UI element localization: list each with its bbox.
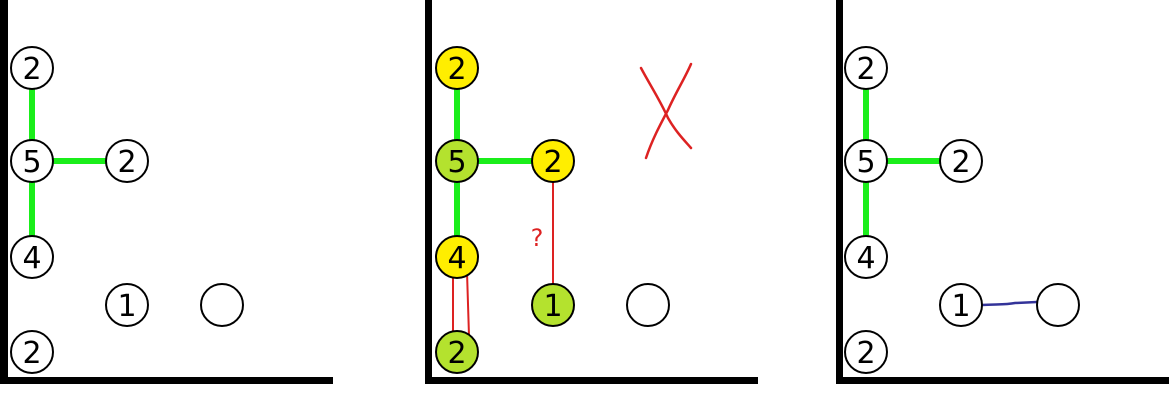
island-label: 4 <box>856 241 875 276</box>
island-node: 2 <box>531 139 575 183</box>
island-label: 2 <box>856 52 875 87</box>
panel-3: 2 5 2 4 1 2 <box>836 0 1169 384</box>
island-node: 1 <box>531 283 575 327</box>
island-label: 2 <box>447 52 466 87</box>
island-node: 2 <box>105 139 149 183</box>
island-node: 2 <box>844 46 888 90</box>
island-label: 2 <box>22 52 41 87</box>
blue-line-1-empty <box>981 300 1038 307</box>
island-node: 2 <box>10 330 54 374</box>
island-node: 1 <box>939 283 983 327</box>
island-node: 2 <box>844 330 888 374</box>
island-label: 5 <box>856 145 875 180</box>
island-label: 5 <box>447 145 466 180</box>
island-label: 4 <box>447 241 466 276</box>
panel-3-bottom-border <box>836 377 1169 384</box>
island-label: 5 <box>22 145 41 180</box>
island-node: 4 <box>435 235 479 279</box>
panel-2-left-border <box>425 0 432 384</box>
panel-2-bottom-border <box>425 377 758 384</box>
question-annotation: ? <box>531 224 544 252</box>
island-label: 1 <box>117 289 136 324</box>
island-node: 2 <box>435 46 479 90</box>
island-node: 2 <box>939 139 983 183</box>
island-node: 1 <box>105 283 149 327</box>
island-label: 2 <box>117 145 136 180</box>
island-label: 1 <box>543 289 562 324</box>
island-node: 4 <box>844 235 888 279</box>
panel-1: 2 5 2 4 1 2 <box>0 0 333 384</box>
panel-1-left-border <box>0 0 8 384</box>
island-node-empty <box>200 283 244 327</box>
island-node: 4 <box>10 235 54 279</box>
panel-2: ? 2 5 2 4 1 2 <box>425 0 758 384</box>
island-node-empty <box>1036 283 1080 327</box>
island-node: 2 <box>10 46 54 90</box>
panel-3-left-border <box>836 0 843 384</box>
island-node: 5 <box>844 139 888 183</box>
island-label: 2 <box>856 336 875 371</box>
red-cross-mark <box>639 62 693 160</box>
island-node: 5 <box>435 139 479 183</box>
red-double-line-4-2 <box>452 271 470 337</box>
island-label: 2 <box>22 336 41 371</box>
island-label: 2 <box>447 336 466 371</box>
island-node: 5 <box>10 139 54 183</box>
panel-1-bottom-border <box>0 377 333 384</box>
island-node: 2 <box>435 330 479 374</box>
island-label: 1 <box>951 289 970 324</box>
island-label: 4 <box>22 241 41 276</box>
island-label: 2 <box>543 145 562 180</box>
island-label: 2 <box>951 145 970 180</box>
island-node-empty <box>626 283 670 327</box>
